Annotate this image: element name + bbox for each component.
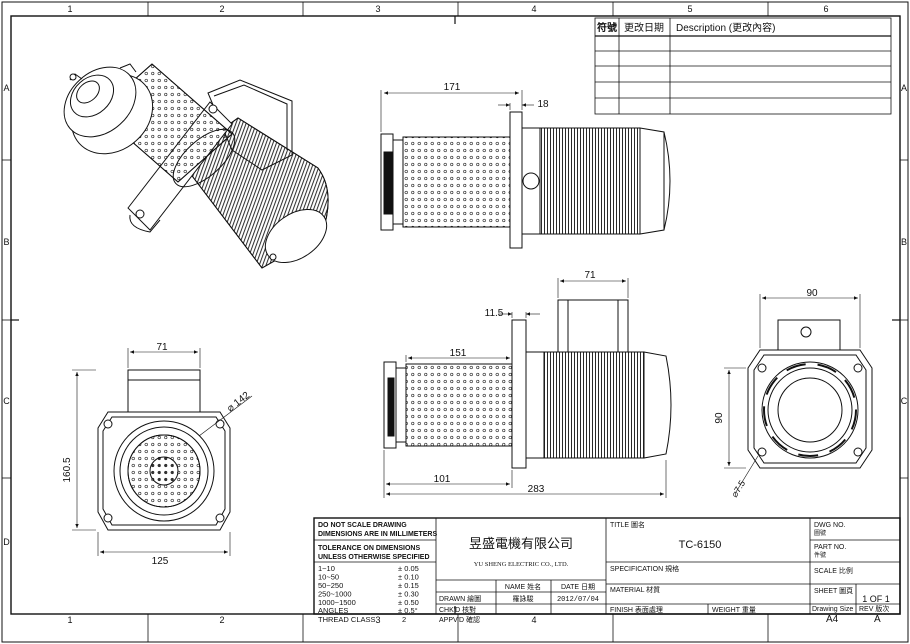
approved-label: APPV'D 確認 [439, 617, 481, 624]
tolerance-value: ± 0.10 [398, 573, 419, 582]
dim-end-hole: ⌀7.5 [729, 479, 747, 500]
row-label: A [901, 83, 907, 93]
col-label: 5 [687, 4, 692, 14]
rev-header-date: 更改日期 [624, 21, 664, 34]
col-label: 3 [375, 4, 380, 14]
col-label: 2 [219, 615, 224, 625]
col-label: 1 [67, 615, 72, 625]
col-label: 6 [823, 4, 828, 14]
row-label: B [901, 237, 907, 247]
spec-label: SPECIFICATION 規格 [610, 564, 679, 573]
tolerance-range: 1000~1500 [318, 598, 356, 607]
checked-label: CHK'D 核對 [439, 605, 476, 614]
title-value: TC-6150 [679, 539, 722, 551]
note-tolerance-subtitle: UNLESS OTHERWISE SPECIFIED [318, 554, 430, 561]
title-block: DO NOT SCALE DRAWING DIMENSIONS ARE IN M… [313, 517, 901, 615]
title-label: TITLE 圖名 [610, 520, 645, 529]
drawn-name: 羅詠駿 [513, 594, 534, 603]
front-view [72, 348, 253, 556]
material-label: MATERIAL 材質 [610, 585, 660, 594]
note-units: DIMENSIONS ARE IN MILLIMETERS [318, 531, 437, 538]
drawn-label: DRAWN 繪圖 [439, 594, 481, 603]
scale-label: SCALE 比例 [814, 566, 853, 575]
dim-front-width: 71 [156, 342, 168, 353]
dim-side-flange: 18 [537, 99, 549, 110]
tolerance-list: 1~10 ± 0.05 10~50 ± 0.10 50~250 ± 0.15 2… [318, 564, 419, 615]
part-label: PART NO. [814, 544, 846, 551]
tolerance-value: ± 0.30 [398, 590, 419, 599]
drawing-size-value: A4 [826, 614, 839, 625]
rev-header-symbol: 符號 [597, 21, 617, 34]
col-label: 2 [219, 4, 224, 14]
tolerance-value: ± 0.50 [398, 598, 419, 607]
dim-side-overall: 171 [444, 82, 461, 93]
drawing-size-label: Drawing Size [812, 606, 853, 613]
row-label: C [3, 396, 10, 406]
tolerance-value: ± 0.15 [398, 581, 419, 590]
side-view [380, 90, 671, 249]
tolerance-range: 250~1000 [318, 590, 352, 599]
rev-header-description: Description (更改內容) [676, 21, 775, 34]
row-label: B [3, 237, 9, 247]
dim-mid-overall: 283 [528, 484, 545, 495]
dwg-label: DWG NO. [814, 522, 846, 529]
dim-end-width: 90 [806, 288, 818, 299]
dim-mid-filter: 151 [450, 348, 467, 359]
frame-row-labels: A B C D A B C [3, 83, 908, 547]
tolerance-range: 50~250 [318, 581, 343, 590]
sheet-value: 1 OF 1 [862, 594, 890, 604]
rev-value: A [874, 614, 881, 625]
tolerance-value: ± 0.5° [398, 606, 418, 615]
dim-front-diameter: ⌀ 142 [225, 390, 252, 415]
drawn-date: 2012/07/04 [557, 596, 599, 604]
thread-class-value: 2 [402, 615, 407, 624]
dim-mid-flange: 11.5 [485, 308, 504, 319]
frame-column-labels: 1 2 3 4 5 6 1 2 3 4 [67, 4, 828, 625]
name-header: NAME 姓名 [505, 582, 541, 591]
dim-end-height: 90 [714, 412, 725, 424]
dim-front-height: 160.5 [62, 457, 73, 482]
isometric-view [63, 63, 329, 269]
dim-front-base: 125 [152, 556, 169, 567]
finish-label: FINISH 表面處理 [610, 605, 663, 614]
tolerance-range: 10~50 [318, 573, 339, 582]
note-scale-warning: DO NOT SCALE DRAWING [318, 522, 407, 529]
dim-mid-box-width: 71 [584, 270, 596, 281]
row-label: A [3, 83, 9, 93]
tolerance-range: ANGLES [318, 606, 348, 615]
sheet-label: SHEET 圖頁 [814, 587, 853, 595]
company-name-cn: 昱盛電機有限公司 [469, 536, 573, 551]
dim-mid-lower: 101 [434, 474, 451, 485]
col-label: 1 [67, 4, 72, 14]
col-label: 4 [531, 4, 536, 14]
col-label: 3 [375, 615, 380, 625]
rev-label: REV 版次 [859, 604, 889, 613]
row-label: C [901, 396, 908, 406]
date-header: DATE 日期 [561, 583, 595, 591]
tolerance-range: 1~10 [318, 564, 335, 573]
dwg-label-cn: 圖號 [814, 529, 826, 537]
company-name-en: YU SHENG ELECTRIC CO., LTD. [474, 561, 569, 568]
note-tolerance-title: TOLERANCE ON DIMENSIONS [318, 545, 420, 552]
revision-table: 符號 更改日期 Description (更改內容) [594, 17, 892, 115]
row-label: D [3, 537, 10, 547]
weight-label: WEIGHT 重量 [712, 606, 756, 614]
thread-class-label: THREAD CLASS [318, 615, 376, 624]
end-view [724, 294, 873, 493]
tolerance-value: ± 0.05 [398, 564, 419, 573]
mid-side-view [383, 278, 672, 498]
col-label: 4 [531, 615, 536, 625]
part-label-cn: 件號 [814, 551, 826, 559]
